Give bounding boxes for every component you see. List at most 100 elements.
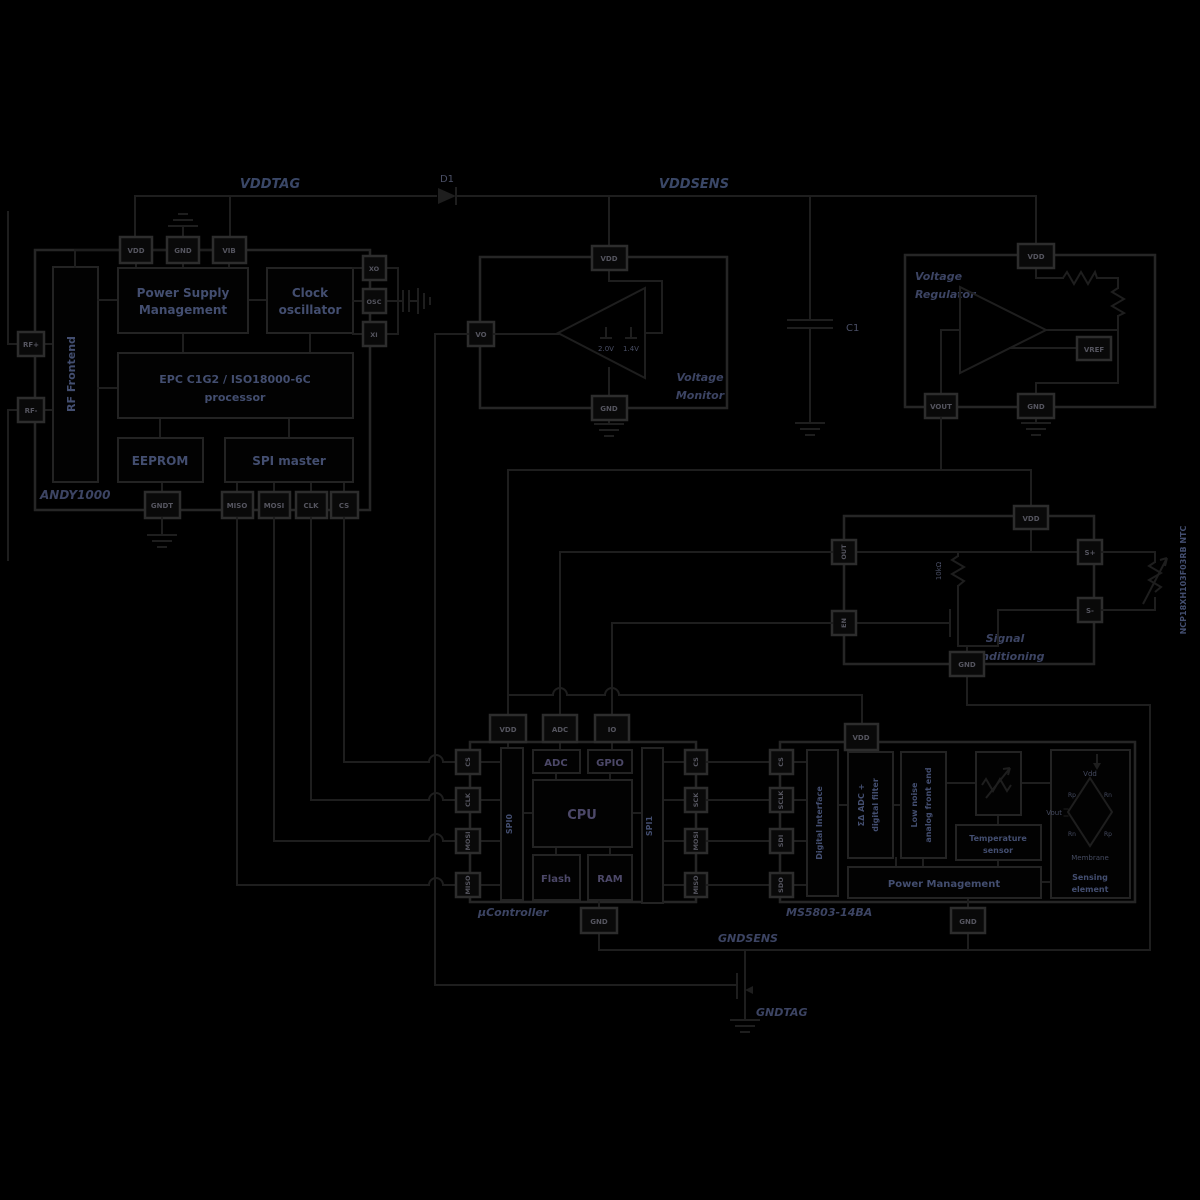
psm-label-1: Power Supply [137, 286, 230, 300]
xtal-cap-icon [402, 290, 410, 312]
signal-conditioning-label-2: Conditioning [966, 650, 1045, 663]
xtal-ground-icon [417, 288, 431, 314]
pin-gnd [165, 235, 201, 265]
mcu-gpio-box [587, 749, 633, 774]
ms-adc-filter-label-1: ΣΔ ADC + [857, 784, 866, 827]
pin-ms-gnd [949, 906, 987, 935]
regulator-internal-wires [940, 267, 1119, 424]
ground-switch-mosfet: GNDTAG [730, 949, 808, 1033]
psm-box [117, 267, 249, 334]
pin-clk-label: CLK [303, 502, 319, 510]
pin-mcu-left-cs [454, 748, 482, 776]
pin-mcu-left-mosi-label: MOSI [464, 831, 472, 850]
pin-ms-sdi-label: SDI [777, 835, 785, 848]
pin-vib [211, 235, 248, 265]
mcu-ram-box [587, 854, 633, 901]
spi-bus-horizontals [236, 761, 457, 886]
pin-ms-sdo [768, 871, 795, 899]
monitor-vth-high: 2.0V [598, 345, 614, 353]
pin-monitor-vdd-label: VDD [600, 255, 617, 263]
ntc-wires [1101, 551, 1156, 611]
mcu-ram-label: RAM [597, 874, 622, 885]
vref-label: VREF [1084, 346, 1105, 354]
signal-conditioning-outline [842, 514, 1096, 666]
andy1000-label: ANDY1000 [39, 488, 110, 502]
voltage-monitor-block: Voltage Monitor 2.0V 1.4V VDD VO GND [466, 244, 729, 437]
net-vddtag [134, 195, 437, 238]
net-monitor-output [434, 333, 738, 986]
net-vddsens [457, 195, 1037, 321]
bridge-icon [1066, 776, 1114, 848]
pin-cs [329, 490, 360, 520]
pin-gnd-label: GND [174, 247, 192, 255]
ms-sensing-element-box [1050, 749, 1131, 899]
pin-monitor-gnd-label: GND [600, 405, 618, 413]
pressure-arrowhead-icon [1093, 763, 1101, 770]
pin-monitor-gnd [590, 394, 629, 422]
monitor-vth-low: 1.4V [623, 345, 639, 353]
pin-xi-label: XI [370, 331, 377, 339]
mcu-spi1-label: SPI1 [645, 815, 654, 836]
pin-mcu-right-mosi-label: MOSI [692, 831, 700, 850]
bridge-diagram: Vdd Rp Rn Rn Rp Vout Membrane [1046, 754, 1114, 862]
pin-osc [361, 287, 388, 315]
pin-sigcond-sminus [1076, 596, 1104, 624]
ms-temp-label-2: sensor [983, 846, 1013, 855]
pullup-resistor-label: 10kΩ [935, 561, 943, 580]
pullup-resistor-icon [950, 555, 966, 587]
pin-osc-label: OSC [367, 298, 382, 306]
bridge-membrane-label: Membrane [1071, 854, 1109, 862]
andy-internal-wires [74, 225, 345, 493]
mcu-spi1-box [641, 747, 664, 904]
voltage-monitor-outline [478, 255, 729, 410]
mcu-gpio-label: GPIO [596, 758, 624, 769]
feedback-resistor-h-icon [1062, 269, 1098, 286]
mcu-flash-box [532, 854, 581, 901]
cap-plates-icon [787, 319, 833, 329]
net-label-vddsens: VDDSENS [659, 177, 729, 192]
pin-mcu-left-miso [454, 871, 482, 899]
pin-miso-label: MISO [227, 502, 248, 510]
pin-regulator-gnd-label: GND [1027, 403, 1045, 411]
spi-master-label: SPI master [252, 454, 326, 468]
pin-xo [361, 254, 388, 282]
pin-vdd [118, 235, 154, 265]
mosfet-arrow-icon [745, 986, 753, 994]
ms5803-outline [778, 740, 1137, 904]
switch-fet-icon [949, 605, 959, 641]
pin-mcu-left-cs-label: CS [464, 757, 472, 767]
bridge-r-bl-label: Rn [1068, 831, 1076, 838]
pin-ms-cs [768, 748, 795, 776]
mcu-flash-label: Flash [541, 874, 571, 885]
ms-power-mgmt-box [847, 866, 1042, 899]
trimpot-icon [981, 767, 1012, 799]
ms-temp-sensor-box [955, 824, 1042, 861]
mcu-adc-label: ADC [544, 758, 567, 769]
opamp-icon [959, 285, 1049, 375]
net-sensor-out [559, 551, 833, 716]
vref-box [1075, 335, 1113, 362]
ground-icon [795, 422, 825, 436]
pin-rf-minus [16, 396, 46, 424]
voltage-regulator-label-1: Voltage [915, 270, 963, 283]
pin-sigcond-gnd [948, 650, 986, 678]
comparator-icon [555, 286, 646, 380]
pin-ms-sdo-label: SDO [777, 877, 785, 893]
pin-sigcond-sminus-label: S- [1086, 607, 1094, 615]
pin-mcu-adc [541, 713, 579, 744]
pin-miso [220, 490, 255, 520]
clock-label-2: oscillator [279, 303, 342, 317]
ntc-resistor-icon [1147, 561, 1163, 593]
pin-ms-sclk-label: SCLK [777, 790, 785, 810]
mcu-spi0-box [500, 747, 524, 901]
pin-xo-label: XO [369, 265, 380, 273]
psm-label-2: Management [139, 303, 228, 317]
pin-rf-plus [16, 330, 46, 358]
pin-vib-label: VIB [222, 247, 235, 255]
antenna-wires [7, 211, 54, 561]
mcu-label: µController [477, 906, 549, 919]
diode-d1 [438, 187, 457, 205]
pin-mcu-right-cs-label: CS [692, 757, 700, 767]
andy1000-block: ANDY1000 RF+ RF- RF Frontend VDD GND VIB… [7, 211, 431, 561]
